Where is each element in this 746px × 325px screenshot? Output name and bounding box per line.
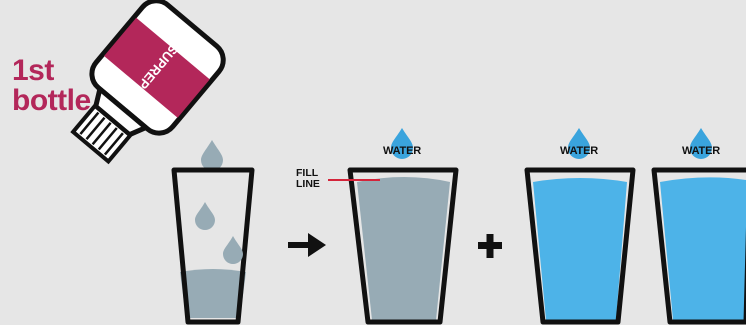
drop-in-cup-icon (195, 202, 215, 230)
cup-water-1 (527, 128, 633, 322)
step-label-line1: 1st (12, 56, 91, 86)
step-label-line2: bottle (12, 86, 91, 116)
fill-line-label: FILL LINE (296, 168, 320, 190)
arrow-right-icon (288, 233, 326, 257)
step-label: 1st bottle (12, 56, 91, 116)
water-label: WATER (367, 145, 437, 157)
cup-filled (350, 128, 456, 322)
water-label: WATER (544, 145, 614, 157)
fill-line-label-line2: LINE (296, 179, 320, 190)
water-label: WATER (666, 145, 736, 157)
falling-drop-icon (201, 140, 223, 171)
cup-water-2 (654, 128, 746, 322)
plus-icon (478, 234, 502, 258)
drop-in-cup-icon (223, 236, 243, 264)
cup-mixing (174, 170, 252, 322)
